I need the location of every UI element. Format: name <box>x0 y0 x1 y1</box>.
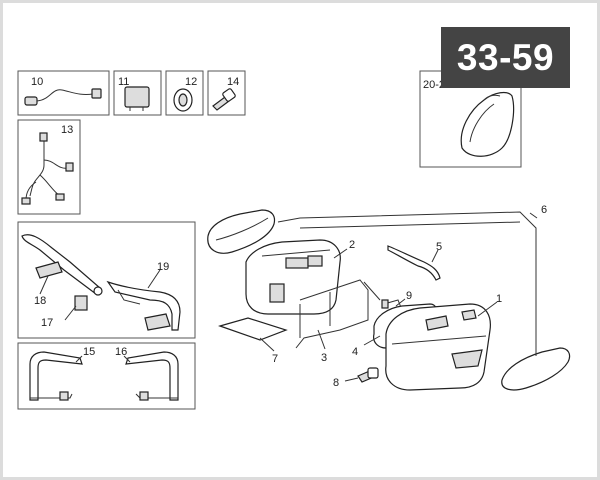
label-18: 18 <box>34 295 46 307</box>
page-code-badge: 33-59 <box>441 27 570 88</box>
part-1-saddlebag <box>385 303 491 391</box>
part-8-bolt <box>357 367 379 383</box>
label-5: 5 <box>436 241 442 253</box>
label-15: 15 <box>83 346 95 358</box>
label-10: 10 <box>31 76 43 88</box>
part-16-bar <box>125 351 179 401</box>
label-2: 2 <box>349 239 355 251</box>
leader-lines <box>39 212 538 382</box>
part-6-pad <box>501 347 571 391</box>
part-14-bolt <box>212 88 236 111</box>
part-13-wiring-harness <box>21 132 74 205</box>
part-7-mat <box>218 317 288 341</box>
part-lid-top <box>207 209 276 254</box>
label-9: 9 <box>406 290 412 302</box>
part-6-reference-line <box>277 211 537 356</box>
part-20-21-cover <box>460 91 515 157</box>
label-13: 13 <box>61 124 73 136</box>
label-17: 17 <box>41 317 53 329</box>
label-3: 3 <box>321 352 327 364</box>
part-6-reference-line-2 <box>299 221 521 229</box>
part-5-handle <box>387 245 441 281</box>
label-19: 19 <box>157 261 169 273</box>
label-4: 4 <box>352 346 358 358</box>
label-14: 14 <box>227 76 239 88</box>
part-11-relay <box>124 86 150 111</box>
label-11: 11 <box>118 76 129 88</box>
part-17-plate <box>74 295 88 311</box>
part-19-bar <box>106 280 181 331</box>
part-15-bar <box>29 351 83 401</box>
label-16: 16 <box>115 346 127 358</box>
label-8: 8 <box>333 377 339 389</box>
label-6: 6 <box>541 204 547 216</box>
part-2-inner-case <box>245 239 341 315</box>
label-12: 12 <box>185 76 197 88</box>
label-7: 7 <box>272 353 278 365</box>
part-3-frame <box>295 279 381 349</box>
label-1: 1 <box>496 293 502 305</box>
part-12-clamp <box>173 88 193 112</box>
part-18-bracket <box>21 234 103 296</box>
part-10-cable <box>24 88 102 106</box>
